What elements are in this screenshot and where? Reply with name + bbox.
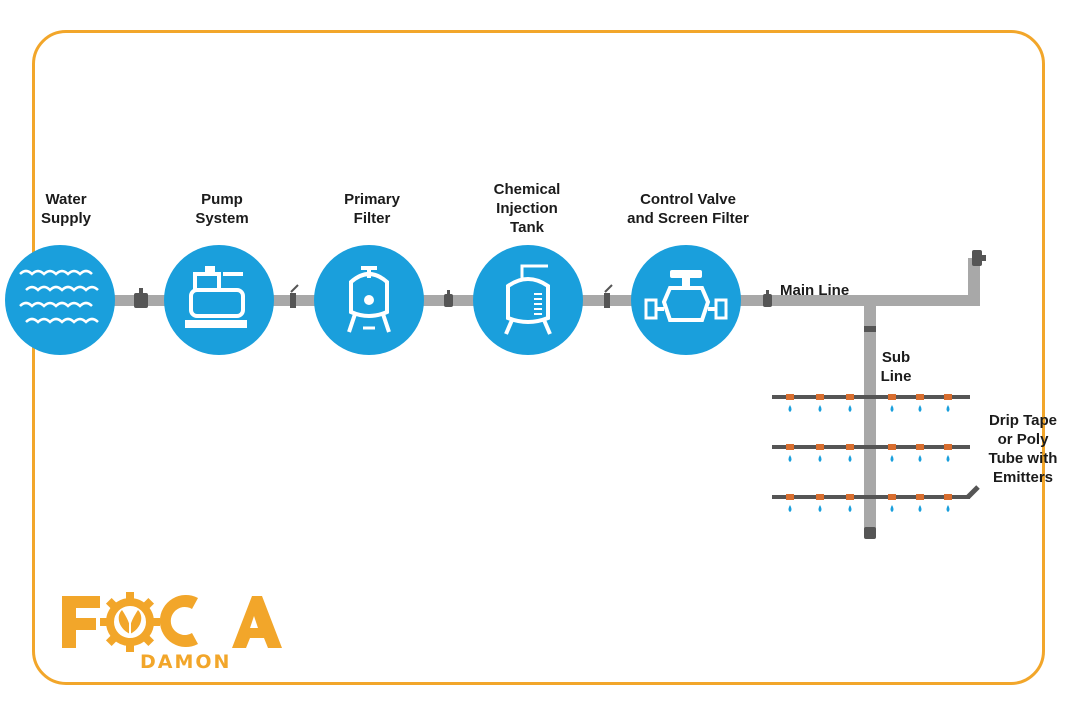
drip-tape-label: Drip Tape or Poly Tube with Emitters [988,412,1058,486]
node-water-waves [5,245,115,355]
water-waves-icon [19,269,99,324]
node-filter-tank [314,245,424,355]
water-drop-icon [918,505,922,512]
node-label-pump-system: Pump System [195,191,249,227]
emitter [846,444,854,450]
water-drop-icon [918,455,922,462]
water-drop-icon [890,405,894,412]
water-drop-icon [848,455,852,462]
sub-pipe [864,300,876,539]
water-drop-icon [848,405,852,412]
water-drop-icon [788,405,792,412]
drip-lateral-line [772,395,970,399]
emitter [888,394,896,400]
emitter [944,494,952,500]
water-drop-icon [848,505,852,512]
node-pump [164,245,274,355]
water-drop-icon [818,455,822,462]
pump-icon [185,266,247,328]
diagram-frame [32,30,1045,685]
emitter [786,494,794,500]
node-label-chemical-injection-tank: Chemical Injection Tank [493,181,561,236]
emitter [816,444,824,450]
emitter [846,394,854,400]
water-drop-icon [890,455,894,462]
node-label-control-valve: Control Valve and Screen Filter [627,191,749,227]
water-drop-icon [788,455,792,462]
water-drop-icon [788,505,792,512]
filter-tank-icon [347,266,391,333]
drip-lateral-line [772,445,970,449]
water-drop-icon [946,455,950,462]
emitter [888,444,896,450]
water-drop-icon [946,505,950,512]
emitter [816,394,824,400]
emitter [916,394,924,400]
emitter [786,444,794,450]
drip-lateral-line [772,495,970,499]
node-control-valve [631,245,741,355]
emitter [944,394,952,400]
water-drop-icon [946,405,950,412]
water-drop-icon [918,405,922,412]
water-drop-icon [818,405,822,412]
emitter [816,494,824,500]
node-injection-tank [473,245,583,355]
water-drop-icon [818,505,822,512]
emitter [944,444,952,450]
lateral-end-fitting [966,485,980,499]
emitter [916,444,924,450]
emitter [916,494,924,500]
control-valve-icon [644,270,728,322]
svg-text:DAMON: DAMON [140,651,231,673]
water-drop-icon [890,505,894,512]
pipe-fittings [134,284,772,308]
drip-laterals [772,394,980,512]
sub-line-label: Sub Line [880,349,912,385]
emitter [888,494,896,500]
foca-damon-logo: DAMON [60,588,290,678]
emitter [786,394,794,400]
injection-tank-icon [504,264,552,335]
main-line-label: Main Line [780,282,850,299]
emitter [846,494,854,500]
node-label-water-supply: Water Supply [40,191,91,227]
node-label-primary-filter: Primary Filter [344,191,400,227]
